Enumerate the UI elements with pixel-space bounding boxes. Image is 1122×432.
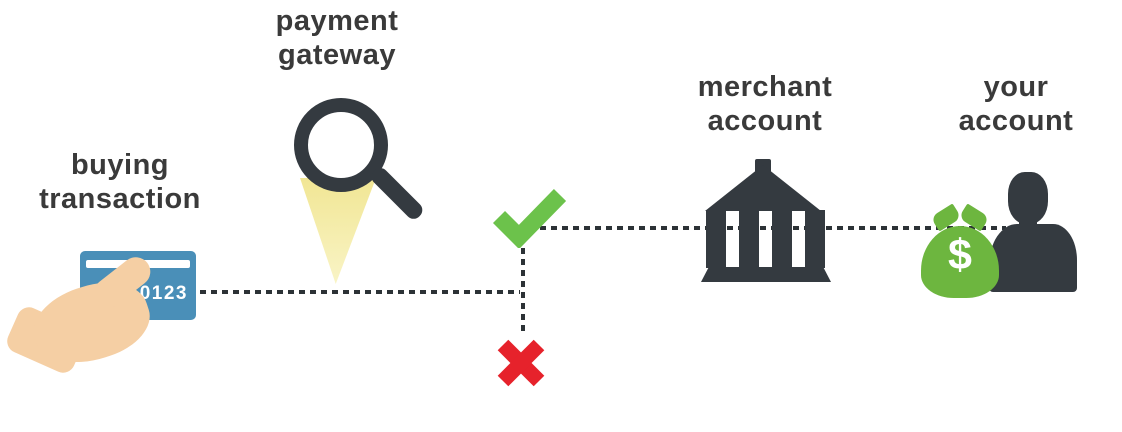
magnifier-handle-icon	[368, 164, 426, 223]
check-icon	[492, 189, 567, 248]
bank-column-icon	[706, 210, 726, 268]
money-bag-icon	[921, 226, 999, 298]
person-torso-icon	[989, 224, 1077, 292]
buying-transaction-label-line1: buying	[70, 149, 170, 181]
merchant-account-label-line2: account	[707, 105, 823, 137]
payment-gateway-label: payment gateway	[227, 4, 447, 72]
dollar-sign: $	[948, 231, 972, 279]
bank-column-icon	[772, 210, 792, 268]
buying-transaction-label: buying transaction	[10, 148, 230, 216]
bank-base-icon	[701, 267, 831, 282]
merchant-account-label-line1: merchant	[697, 71, 833, 103]
card-number: 0123	[139, 283, 188, 304]
light-beam-icon	[300, 178, 376, 284]
buying-transaction-label-line2: transaction	[39, 183, 201, 215]
bank-roof-icon	[705, 165, 821, 211]
payment-gateway-label-line2: gateway	[278, 39, 396, 71]
bank-column-icon	[805, 210, 825, 268]
your-account-label-line1: your	[983, 71, 1049, 103]
your-account-label-line2: account	[958, 105, 1074, 137]
merchant-account-label: merchant account	[655, 70, 875, 138]
cross-icon	[497, 339, 545, 387]
payment-gateway-label-line1: payment	[275, 5, 399, 37]
check-to-cross-dashed-line	[521, 248, 525, 336]
your-account-label: your account	[906, 70, 1122, 138]
card-to-gateway-dashed-line	[200, 290, 520, 294]
bank-column-icon	[739, 210, 759, 268]
